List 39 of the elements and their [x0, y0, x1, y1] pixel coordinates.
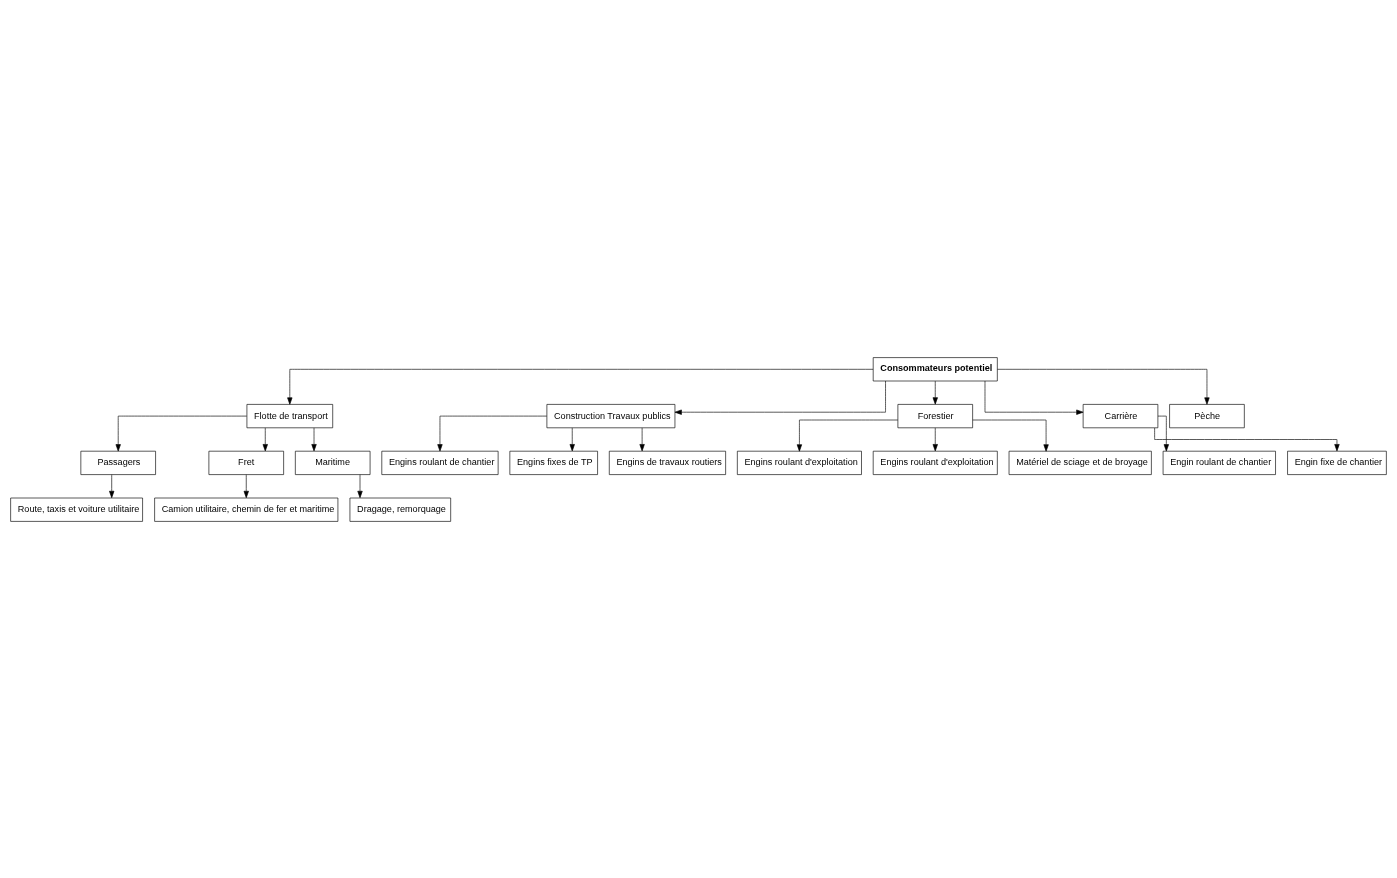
node-box: Engins de travaux routiers [608, 450, 726, 475]
node-box: Consommateurs potentiel [872, 356, 998, 381]
node-box: Construction Travaux publics [546, 403, 676, 428]
node-box: Maritime [295, 450, 371, 475]
node-box: Camion utilitaire, chemin de fer et maritime [154, 497, 339, 522]
arrow [639, 427, 645, 451]
node-box: Engins fixes de TP [509, 450, 598, 475]
node-box: Pèche [1169, 403, 1245, 428]
node-box: Route, taxis et voiture utilitaire [10, 497, 143, 522]
arrow [109, 473, 115, 498]
node-box: Matériel de sciage et de broyage [1008, 450, 1152, 475]
node-box: Forestier [897, 403, 973, 428]
arrow [932, 427, 938, 451]
arrow [984, 380, 1084, 415]
arrow [674, 380, 886, 415]
arrow [357, 473, 363, 498]
arrow [437, 415, 548, 451]
arrow [1154, 427, 1340, 451]
arrow [569, 427, 575, 451]
arrow [1157, 415, 1169, 451]
node-box: Fret [208, 450, 284, 475]
arrow [115, 415, 248, 451]
node-box: Flotte de transport [246, 403, 334, 428]
arrow [243, 473, 249, 498]
node-box: Passagers [80, 450, 156, 475]
arrow [932, 380, 938, 404]
node-box: Dragage, remorquage [349, 497, 451, 522]
arrow [796, 419, 899, 451]
node-box: Engins roulant de chantier [381, 450, 499, 475]
arrow [972, 419, 1049, 451]
arrow [287, 368, 874, 405]
node-box: Engin fixe de chantier [1287, 450, 1387, 475]
arrow [262, 427, 268, 451]
node-box: Engin roulant de chantier [1162, 450, 1276, 475]
arrow [311, 427, 317, 451]
node-box: Engins roulant d'exploitation [872, 450, 998, 475]
arrow [997, 368, 1210, 405]
node-box: Engins roulant d'exploitation [737, 450, 862, 475]
node-box: Carrière [1082, 403, 1159, 428]
